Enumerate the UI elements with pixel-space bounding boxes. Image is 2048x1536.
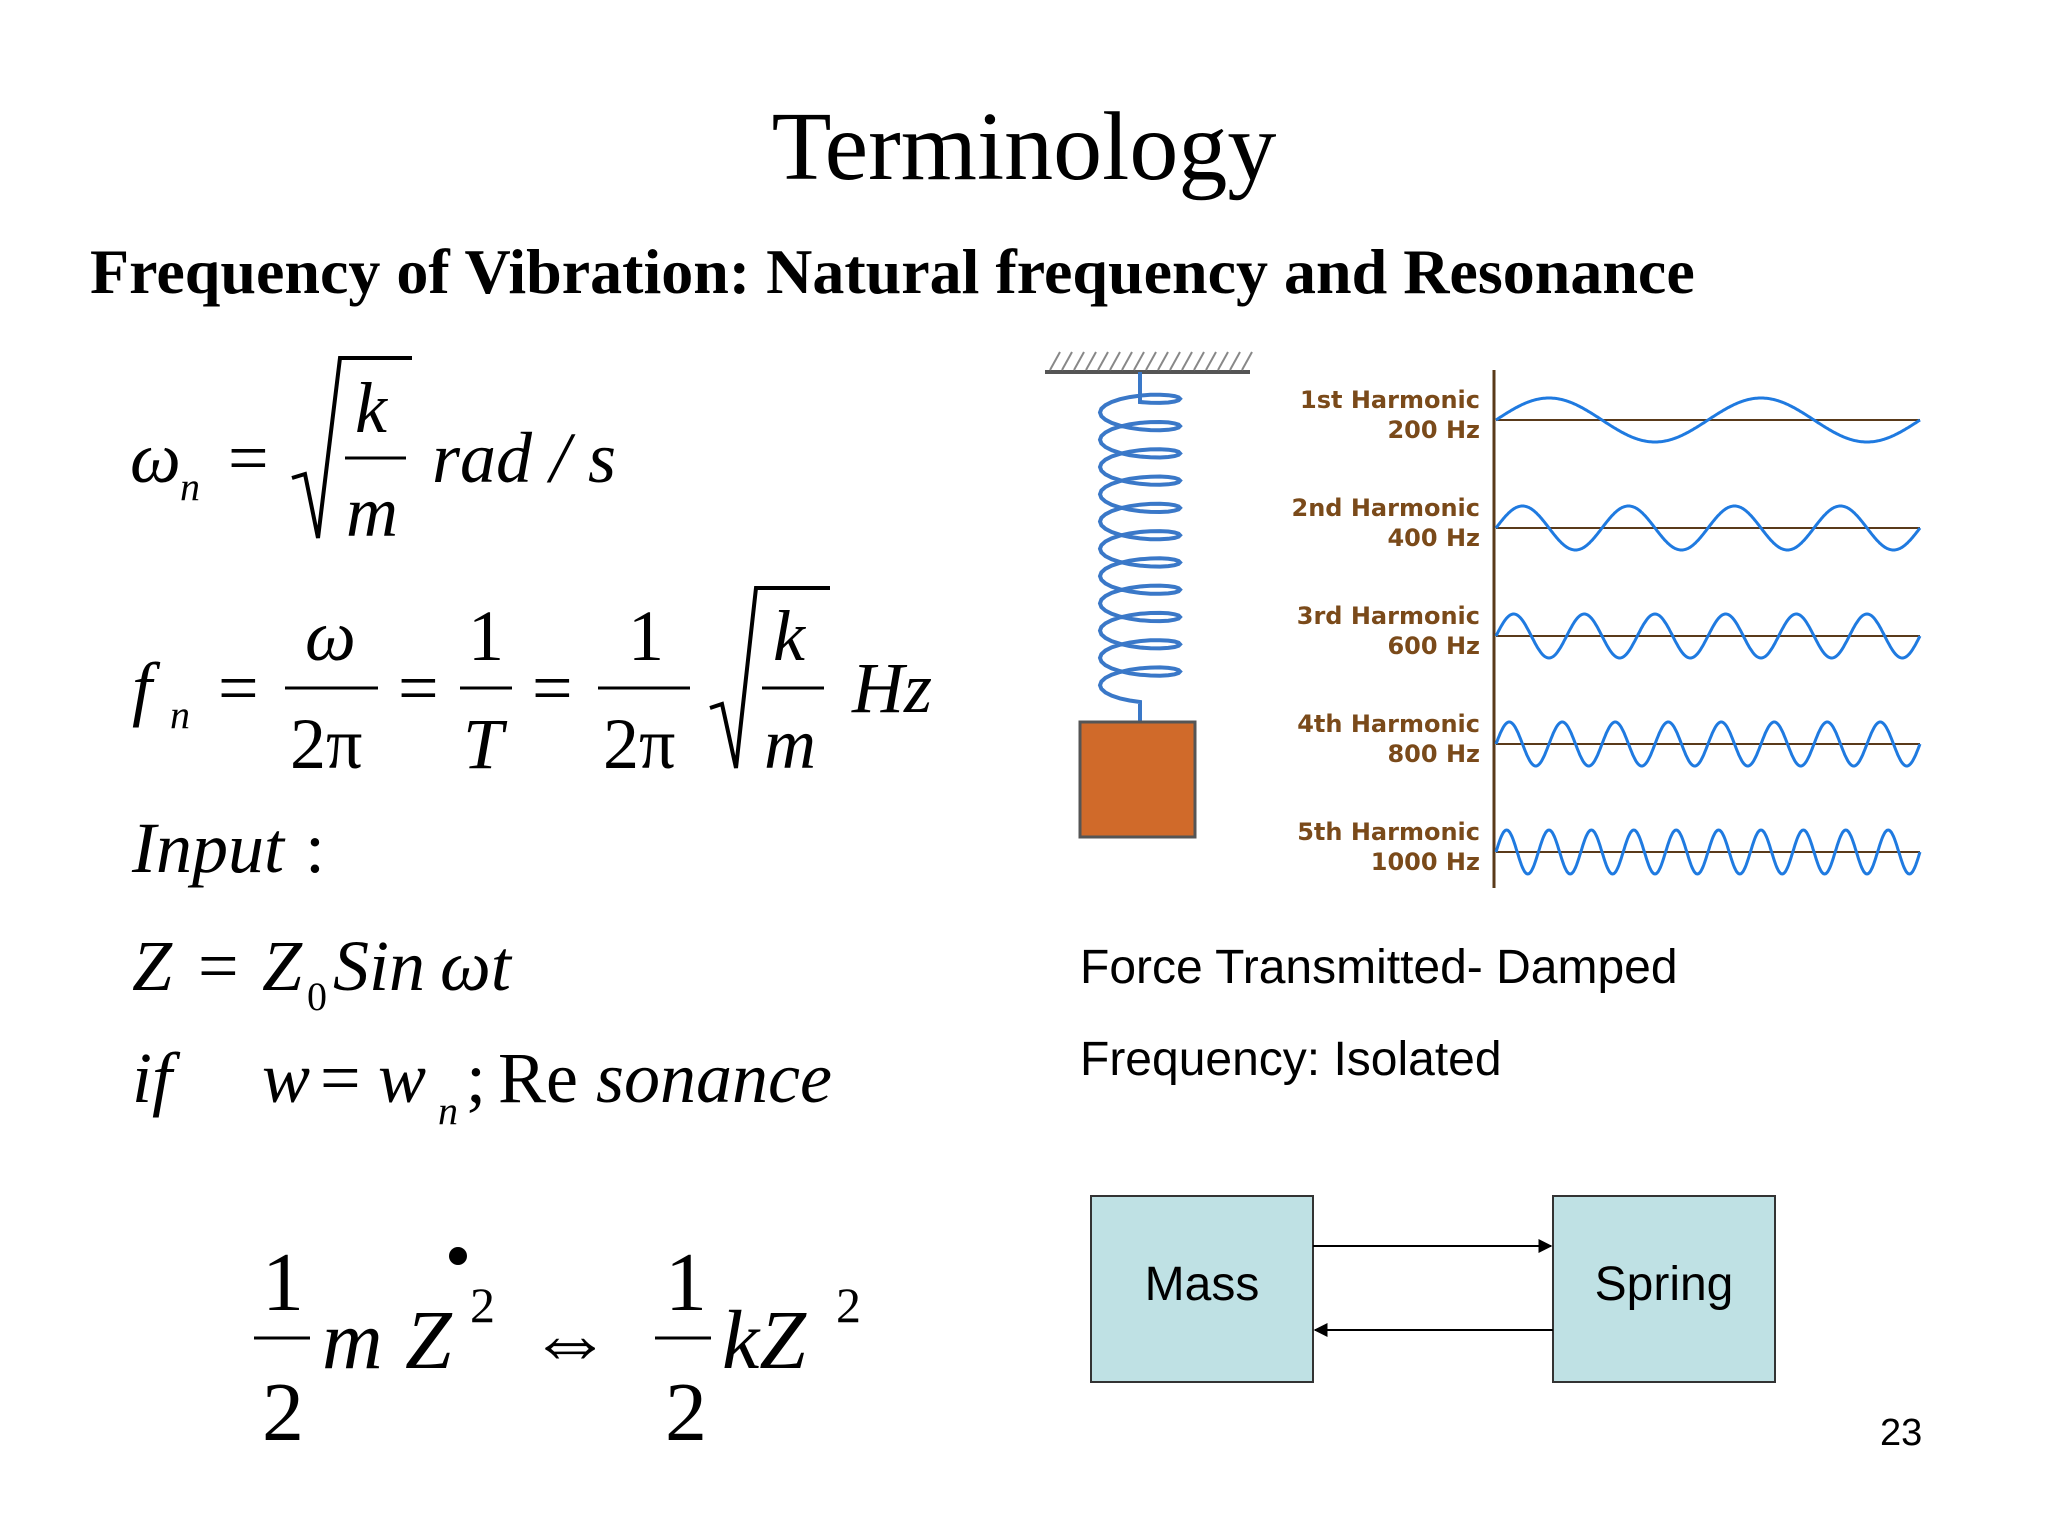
mass-block	[1078, 720, 1197, 839]
equals-sign: =	[532, 648, 573, 728]
caption-line-1: Force Transmitted- Damped	[1080, 941, 1678, 994]
slide-subtitle: Frequency of Vibration: Natural frequenc…	[90, 236, 1695, 307]
harmonic-wave	[1494, 720, 1922, 768]
page-number: 23	[1880, 1412, 1923, 1454]
unit-hz: Hz	[851, 648, 932, 728]
t-denominator: T	[463, 704, 508, 784]
z-dot-symbol: Z	[405, 1294, 453, 1387]
one-numerator: 1	[628, 596, 664, 676]
mass-box	[1090, 1195, 1314, 1383]
sonance-text: sonance	[596, 1038, 832, 1118]
f-symbol: f	[132, 648, 161, 728]
omega-numerator: ω	[305, 596, 356, 676]
harmonic-name: 2nd Harmonic	[1292, 494, 1480, 522]
kz-symbol: kZ	[722, 1294, 807, 1387]
mass-spring-diagram: Mass Spring	[1090, 1195, 1776, 1383]
slide-title: Terminology	[771, 93, 1277, 201]
input-label-line: Input :	[131, 808, 325, 888]
resonance-condition: if w = w n ; Re sonance	[132, 1038, 832, 1133]
half-numerator: 1	[262, 1236, 304, 1329]
harmonic-wave	[1494, 612, 1922, 660]
semicolon: ;	[466, 1038, 486, 1118]
harmonic-wave	[1494, 504, 1922, 552]
half-numerator: 1	[665, 1236, 707, 1329]
z0-subscript: 0	[307, 974, 327, 1019]
energy-equation: 1 2 m Z 2 ⇔ 1 2 kZ 2	[254, 1236, 861, 1459]
harmonic-name: 3rd Harmonic	[1297, 602, 1480, 630]
ceiling-hatch	[1045, 351, 1253, 374]
input-label: Input	[131, 808, 286, 888]
harmonic-frequency: 1000 Hz	[1371, 848, 1480, 876]
unit-rad-per-s: rad / s	[432, 418, 616, 498]
equals-sign: =	[320, 1038, 361, 1118]
harmonic-frequency: 600 Hz	[1387, 632, 1480, 660]
omega-subscript: n	[180, 464, 200, 509]
w-symbol: w	[262, 1038, 310, 1118]
harmonic-frequency: 800 Hz	[1387, 740, 1480, 768]
power-two: 2	[470, 1277, 495, 1333]
spring-box	[1552, 1195, 1776, 1383]
omega-symbol: ω	[130, 418, 181, 498]
root-numerator: k	[773, 596, 807, 676]
half-denominator: 2	[665, 1366, 707, 1459]
two-pi-denominator: 2π	[603, 704, 675, 784]
re-text: Re	[498, 1038, 578, 1118]
sqrt-sign	[709, 586, 830, 769]
harmonic-frequency: 400 Hz	[1387, 524, 1480, 552]
root-denominator: m	[346, 472, 398, 552]
harmonic-wave	[1495, 396, 1921, 444]
sqrt-sign	[291, 356, 412, 539]
two-pi-denominator: 2π	[290, 704, 362, 784]
if-text: if	[132, 1038, 181, 1118]
spring-coil	[1097, 372, 1183, 722]
natural-frequency-equation: ω n = k m rad / s	[130, 356, 616, 552]
omega-t-text: ωt	[440, 926, 513, 1006]
harmonic-name: 4th Harmonic	[1297, 710, 1480, 738]
one-numerator: 1	[468, 596, 504, 676]
input-colon: :	[305, 808, 325, 888]
z-symbol: Z	[132, 926, 173, 1006]
root-numerator: k	[355, 368, 389, 448]
spring-label: Spring	[1595, 1258, 1734, 1311]
f-subscript: n	[170, 692, 190, 737]
harmonic-frequency: 200 Hz	[1387, 416, 1480, 444]
wn-subscript: n	[438, 1088, 458, 1133]
input-equation: Z = Z 0 Sin ωt	[132, 926, 513, 1019]
dot-accent	[449, 1247, 467, 1265]
iff-arrow: ⇔	[528, 1294, 612, 1387]
caption-line-2: Frequency: Isolated	[1080, 1033, 1502, 1086]
m-symbol: m	[322, 1294, 383, 1387]
root-denominator: m	[764, 704, 816, 784]
equals-sign: =	[218, 648, 259, 728]
equals-sign: =	[398, 648, 439, 728]
equals-sign: =	[228, 418, 269, 498]
harmonic-name: 1st Harmonic	[1300, 386, 1480, 414]
wn-symbol: w	[378, 1038, 426, 1118]
equals-sign: =	[198, 926, 239, 1006]
harmonic-wave	[1494, 828, 1922, 876]
mass-label: Mass	[1145, 1258, 1260, 1311]
harmonic-name: 5th Harmonic	[1297, 818, 1480, 846]
half-denominator: 2	[262, 1366, 304, 1459]
sin-text: Sin	[333, 926, 425, 1006]
frequency-equation: f n = ω 2π = 1 T = 1 2π k m Hz	[132, 586, 932, 784]
z0-symbol: Z	[262, 926, 303, 1006]
power-two: 2	[836, 1277, 861, 1333]
